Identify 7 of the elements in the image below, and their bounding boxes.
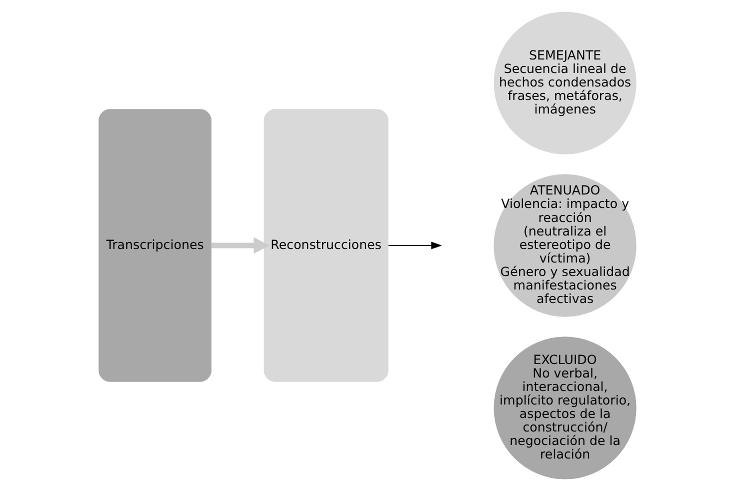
arrow (211, 237, 269, 254)
node-circle: SEMEJANTE Secuencia lineal de hechos condensados frases, metáforas, imágenes (493, 12, 636, 154)
node-box: Transcripciones (98, 109, 211, 382)
node-box: Reconstrucciones (263, 109, 388, 382)
node-circle: EXCLUIDO No verbal, interaccional, implícito regulatorio, aspectos de la construcción/ negociación de la relación (493, 336, 636, 480)
arrow (388, 242, 442, 250)
node-circle: ATENUADO Violencia: impacto y reacción (neutraliza el estereotipo de víctima) Género y sexualidad manifestaciones afectivas (493, 174, 636, 317)
